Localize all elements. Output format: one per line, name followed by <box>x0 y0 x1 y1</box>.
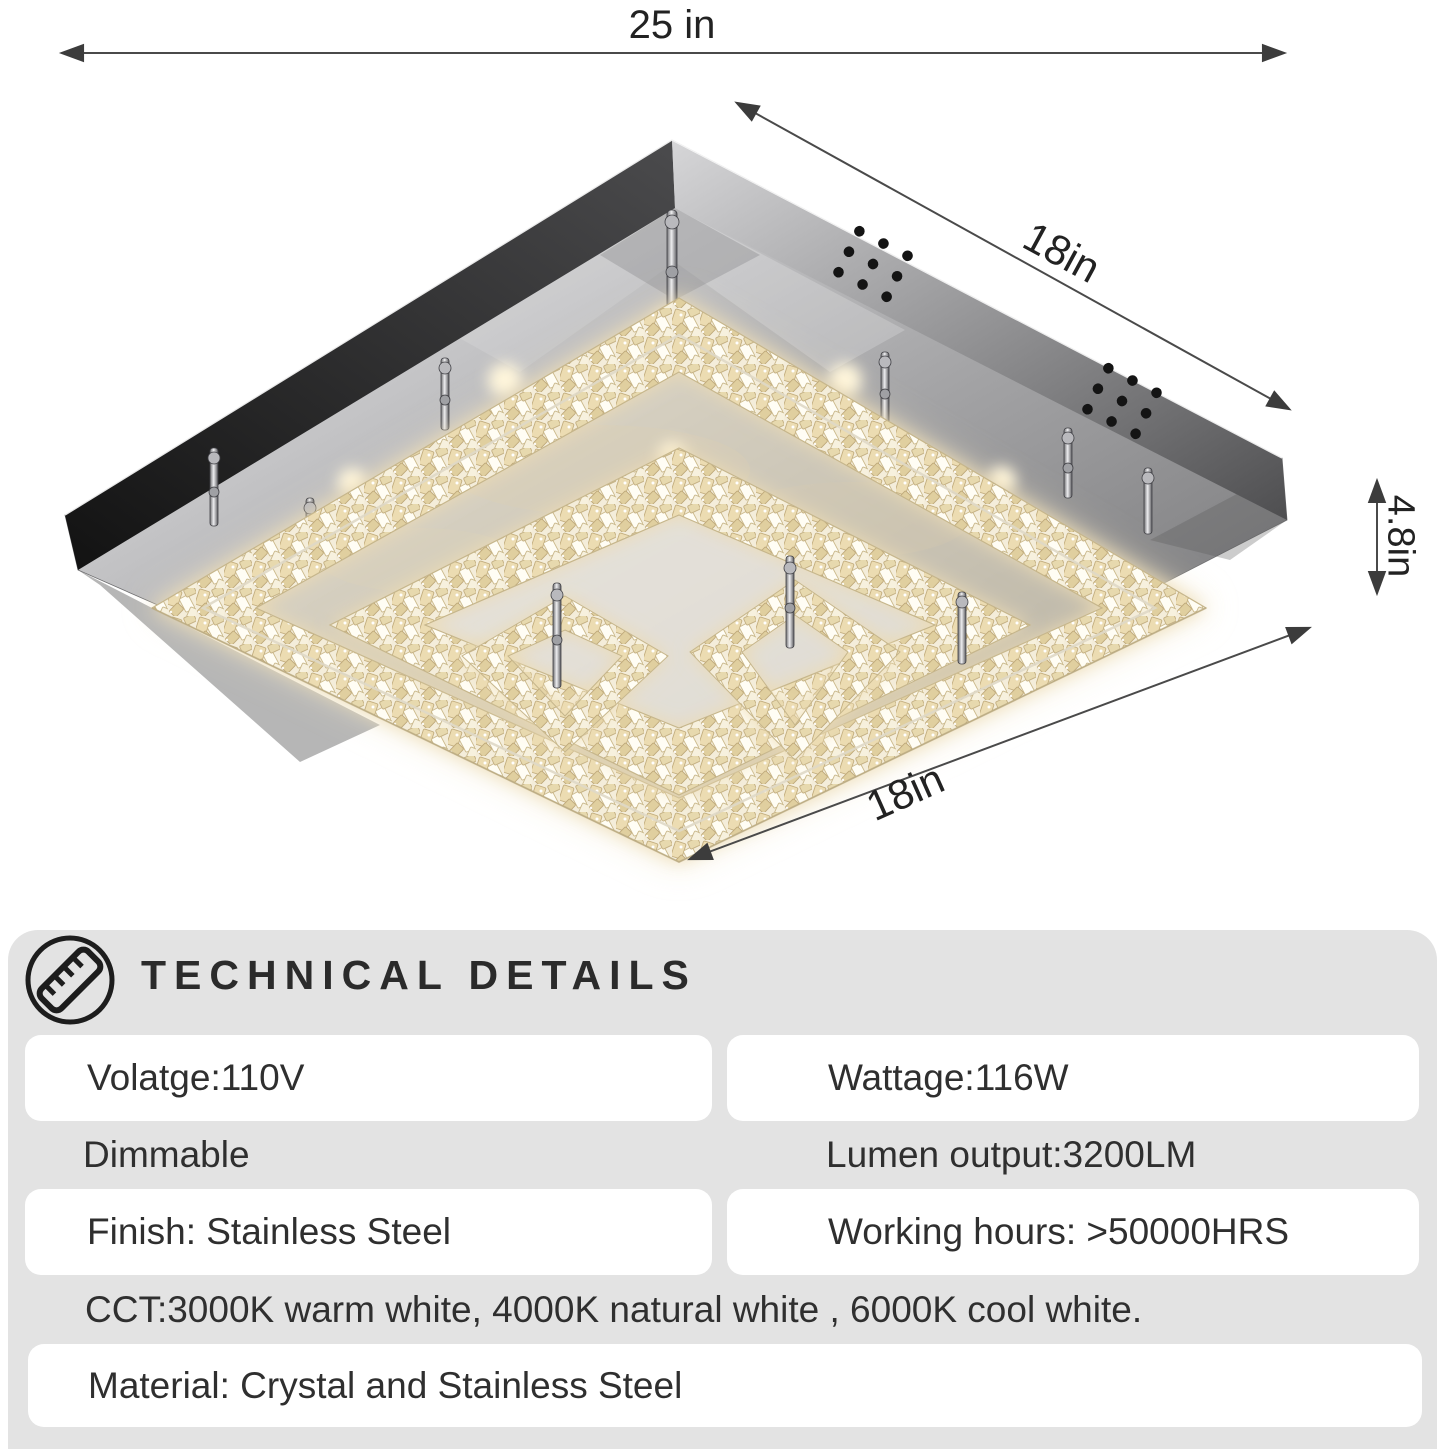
spec-dimmable-text: Dimmable <box>83 1134 250 1175</box>
spec-dimmable: Dimmable <box>25 1121 712 1189</box>
spec-material: Material: Crystal and Stainless Steel <box>28 1344 1422 1427</box>
spec-lumen-output: Lumen output:3200LM <box>727 1121 1419 1189</box>
dimension-label-height: 4.8in <box>1380 495 1422 577</box>
spec-lumen-output-text: Lumen output:3200LM <box>826 1134 1197 1175</box>
greek-key-band-left <box>461 595 669 753</box>
spec-voltage: Volatge:110V <box>25 1035 712 1121</box>
product-photo: 25 in 18in 4.8in 18in <box>58 3 1422 866</box>
ruler-icon <box>22 932 118 1028</box>
dimension-line-depth <box>734 101 1292 411</box>
spec-working-hours-text: Working hours: >50000HRS <box>828 1211 1290 1252</box>
dimension-lines <box>58 43 1387 861</box>
dimension-line-front-width <box>687 626 1312 861</box>
spec-voltage-text: Volatge:110V <box>87 1057 305 1098</box>
spec-cct-text: CCT:3000K warm white, 4000K natural whit… <box>85 1288 1143 1330</box>
support-rods-front <box>550 555 969 689</box>
technical-details-panel: TECHNICAL DETAILS Volatge:110V Wattage:1… <box>8 930 1437 1449</box>
dimension-label-depth: 18in <box>1016 213 1108 292</box>
spec-wattage-text: Wattage:116W <box>828 1057 1069 1098</box>
spec-cct: CCT:3000K warm white, 4000K natural whit… <box>25 1275 1425 1344</box>
spec-finish-text: Finish: Stainless Steel <box>87 1211 452 1252</box>
spec-working-hours: Working hours: >50000HRS <box>727 1189 1419 1275</box>
spec-material-text: Material: Crystal and Stainless Steel <box>88 1364 683 1406</box>
spec-finish: Finish: Stainless Steel <box>25 1189 712 1275</box>
spec-wattage: Wattage:116W <box>727 1035 1419 1121</box>
dimension-label-top-width: 25 in <box>629 3 716 47</box>
technical-details-title: TECHNICAL DETAILS <box>141 952 697 998</box>
